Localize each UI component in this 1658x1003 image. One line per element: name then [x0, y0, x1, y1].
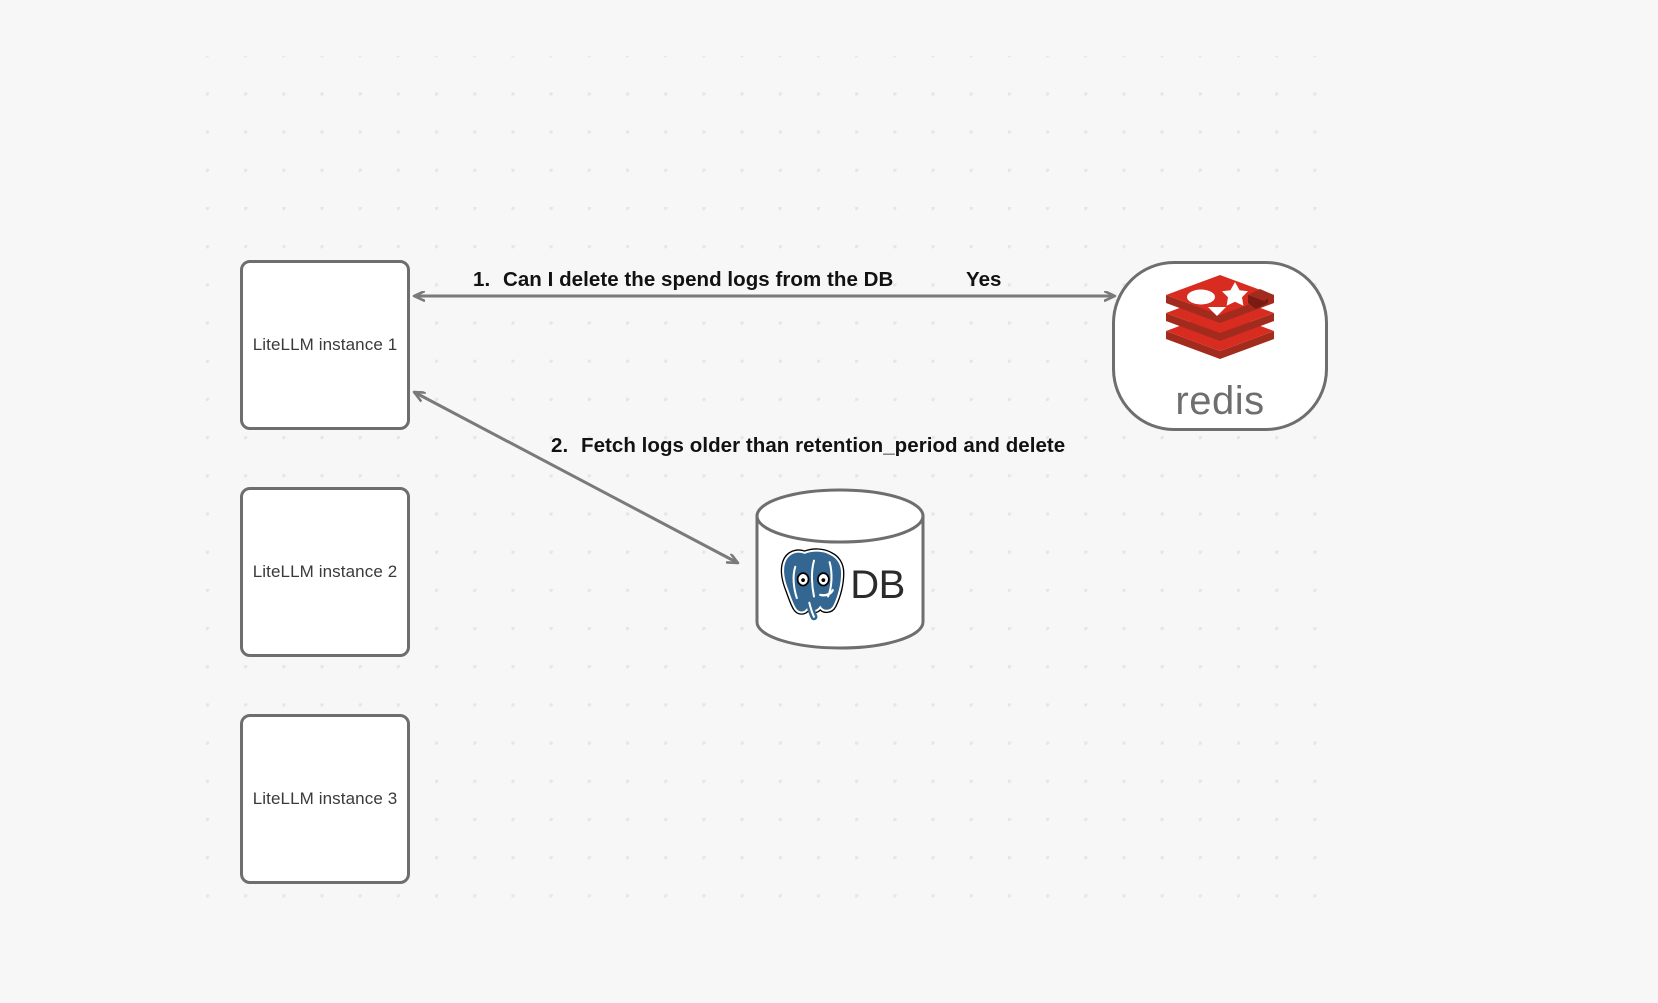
node-litellm-instance-1-label: LiteLLM instance 1: [252, 335, 398, 354]
edge-2-label: Fetch logs older than retention_period a…: [581, 434, 1066, 457]
node-litellm-instance-2-label: LiteLLM instance 2: [252, 562, 398, 581]
node-litellm-instance-1[interactable]: LiteLLM instance 1: [240, 260, 410, 430]
redis-logo-icon: [1166, 275, 1274, 359]
database-label: DB: [850, 562, 905, 607]
edge-2-number: 2.: [551, 434, 569, 457]
node-litellm-instance-3[interactable]: LiteLLM instance 3: [240, 714, 410, 884]
canvas-margin-right: [1344, 0, 1658, 1003]
node-litellm-instance-3-label: LiteLLM instance 3: [252, 789, 398, 808]
svg-text:redis: redis: [1175, 383, 1264, 423]
edge-1-label: Can I delete the spend logs from the DB: [503, 268, 894, 291]
postgresql-elephant-icon: [780, 548, 845, 621]
canvas-margin-left: [0, 0, 205, 1003]
edge-1-number: 1.: [473, 268, 491, 291]
node-litellm-instance-2[interactable]: LiteLLM instance 2: [240, 487, 410, 657]
edge-1-response-label: Yes: [966, 268, 1002, 291]
database-content: DB: [754, 539, 926, 629]
node-redis[interactable]: redis: [1112, 261, 1328, 431]
redis-wordmark: redis: [1175, 383, 1264, 423]
node-database[interactable]: DB: [754, 487, 926, 651]
